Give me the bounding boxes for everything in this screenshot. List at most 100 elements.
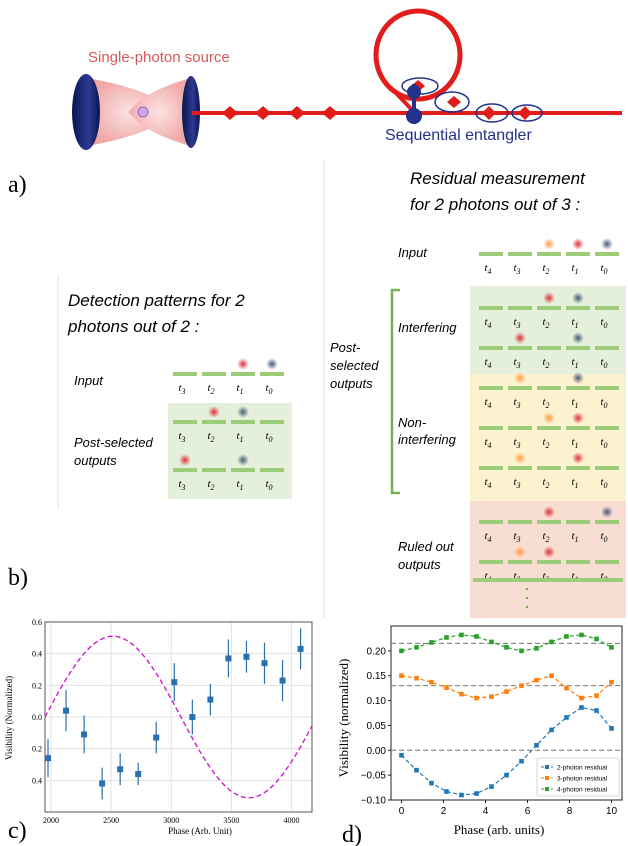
chart-d-point [579, 705, 584, 710]
ruled-out-label-2: outputs [398, 557, 441, 572]
residual-output-slot-label: t2 [542, 530, 549, 544]
chart-c-xtick-label: 3500 [223, 816, 239, 825]
residual-title-2: for 2 photons out of 3 : [410, 195, 580, 214]
chart-d-legend-marker [545, 776, 549, 780]
panel-b: Detection patterns for 2 photons out of … [67, 291, 292, 499]
ruled-out-box [470, 501, 626, 618]
residual-input-slot-label: t0 [600, 262, 607, 276]
chart-d-point [609, 645, 614, 650]
panel-b-input-slot-label: t3 [178, 382, 185, 396]
panel-label-c: c) [8, 818, 27, 844]
chart-c-xtick-label: 4000 [284, 816, 300, 825]
chart-d-xtick-label: 6 [525, 806, 531, 817]
residual-input-photon-dot [543, 238, 555, 250]
residual-output-photon-dot [572, 452, 584, 464]
chart-c-ytick-label: 0.0 [32, 713, 42, 722]
chart-d-point [444, 635, 449, 640]
chart-d-xtick-label: 8 [567, 806, 573, 817]
panel-b-input-slot-label: t0 [265, 382, 272, 396]
residual-output-slot-label: t1 [571, 530, 578, 544]
entangler-node-icon [407, 85, 421, 99]
residual-output-slot-label: t3 [513, 316, 520, 330]
chart-d-xlabel: Phase (arb. units) [454, 822, 545, 837]
residual-output-slot-label: t1 [571, 476, 578, 490]
residual-output-slot-label: t4 [484, 356, 491, 370]
chart-c-point [189, 714, 196, 720]
post-selected-bracket [390, 288, 400, 495]
residual-output-slot-bar [537, 466, 561, 470]
residual-output-slot-bar [537, 560, 561, 564]
residual-output-slot-bar [595, 386, 619, 390]
residual-input-label: Input [398, 245, 428, 260]
chart-c-xtick-label: 2000 [43, 816, 59, 825]
cavity-beam-right [128, 78, 190, 146]
chart-d-point [399, 673, 404, 679]
panel-b-output-photon-dot [237, 406, 249, 418]
panel-b-output-slot-bar [202, 468, 226, 472]
residual-output-slot-label: t0 [600, 530, 607, 544]
chart-d-point [459, 632, 464, 638]
post-selected-label-2: selected [330, 358, 379, 373]
photon-pulses [222, 106, 338, 120]
residual-input-slot-label: t1 [571, 262, 578, 276]
panel-b-output-slot-bar [260, 420, 284, 424]
residual-input-slot-bar [479, 252, 503, 256]
chart-d-point [504, 645, 509, 650]
residual-input-slot-label: t4 [484, 262, 491, 276]
panel-b-output-slot-bar [231, 468, 255, 472]
chart-c-point [99, 780, 106, 787]
chart-d-point [549, 727, 554, 733]
chart-c-point [297, 645, 304, 652]
chart-c-ytick-label: 0.6 [32, 618, 42, 627]
panel-b-input-photon-dot [237, 358, 249, 370]
residual-output-photon-dot [514, 546, 526, 558]
residual-output-slot-bar [508, 560, 532, 564]
panel-b-post-box [168, 403, 292, 499]
panel-b-input-slot-bar [202, 372, 226, 376]
panel-b-input-slot-label: t1 [236, 382, 243, 396]
panel-b-post-label-1: Post-selected [74, 435, 154, 450]
source-label: Single-photon source [88, 49, 230, 66]
residual-output-photon-dot [514, 372, 526, 384]
panel-b-input-slot-bar [260, 372, 284, 376]
panel-b-output-slot-label: t1 [236, 430, 243, 444]
residual-output-slot-bar [595, 346, 619, 350]
chart-c-xtick-label: 2500 [103, 816, 119, 825]
residual-output-slot-label: t3 [513, 356, 520, 370]
residual-output-slot-label: t1 [571, 436, 578, 450]
panel-b-input-photon-dot [266, 358, 278, 370]
chart-d-point [474, 634, 479, 639]
residual-input-slot-label: t3 [513, 262, 520, 276]
residual-output-photon-dot [543, 506, 555, 518]
cavity-mirror-left [72, 74, 100, 150]
residual-output-slot-label: t0 [600, 436, 607, 450]
chart-d-point [414, 767, 419, 773]
chart-d-point [444, 685, 449, 690]
chart-d-point [594, 708, 599, 713]
atom-icon [137, 106, 149, 118]
panel-b-input-slot-bar [173, 372, 197, 376]
chart-d-ytick-label: 0.05 [367, 721, 387, 732]
chart-d-point [549, 673, 554, 679]
panel-b-output-slot-label: t2 [207, 478, 214, 492]
cavity-mirror-right [182, 76, 200, 148]
residual-output-slot-label: t4 [484, 476, 491, 490]
residual-input-photon-dot [572, 238, 584, 250]
residual-input-slot-bar [537, 252, 561, 256]
residual-output-slot-bar [479, 426, 503, 430]
noninterfering-label-2: interfering [398, 432, 457, 447]
residual-output-slot-bar [508, 520, 532, 524]
panel-b-output-slot-bar [173, 420, 197, 424]
residual-output-photon-dot [572, 332, 584, 344]
chart-c-point [45, 755, 52, 762]
residual-output-photon-dot [514, 452, 526, 464]
chart-c-ytick-label: 0.4 [32, 776, 42, 785]
chart-d-point [399, 648, 404, 654]
noninterfering-box [470, 374, 626, 501]
chart-d-ytick-label: 0.10 [367, 696, 387, 707]
chart-d-legend-marker [545, 765, 549, 769]
residual-output-slot-bar [566, 520, 590, 524]
